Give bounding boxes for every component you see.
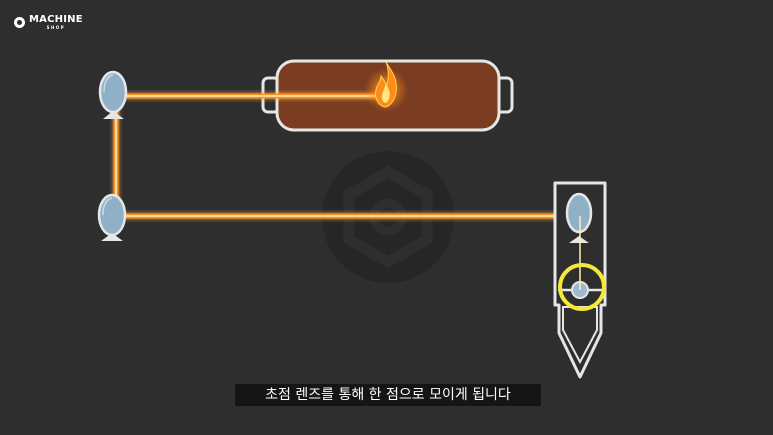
flame-icon <box>364 61 408 112</box>
logo-sub: SHOP <box>46 25 66 30</box>
focus-highlight-ring <box>558 263 606 311</box>
machine-shop-logo: MACHINE SHOP <box>14 15 83 30</box>
logo-name: MACHINE <box>29 14 83 25</box>
mirror-top-left <box>98 70 128 119</box>
subtitle-caption: 초점 렌즈를 통해 한 점으로 모이게 됩니다 <box>235 384 541 406</box>
machine-shop-logo-icon <box>14 17 25 28</box>
mirror-bottom-left <box>97 193 127 241</box>
